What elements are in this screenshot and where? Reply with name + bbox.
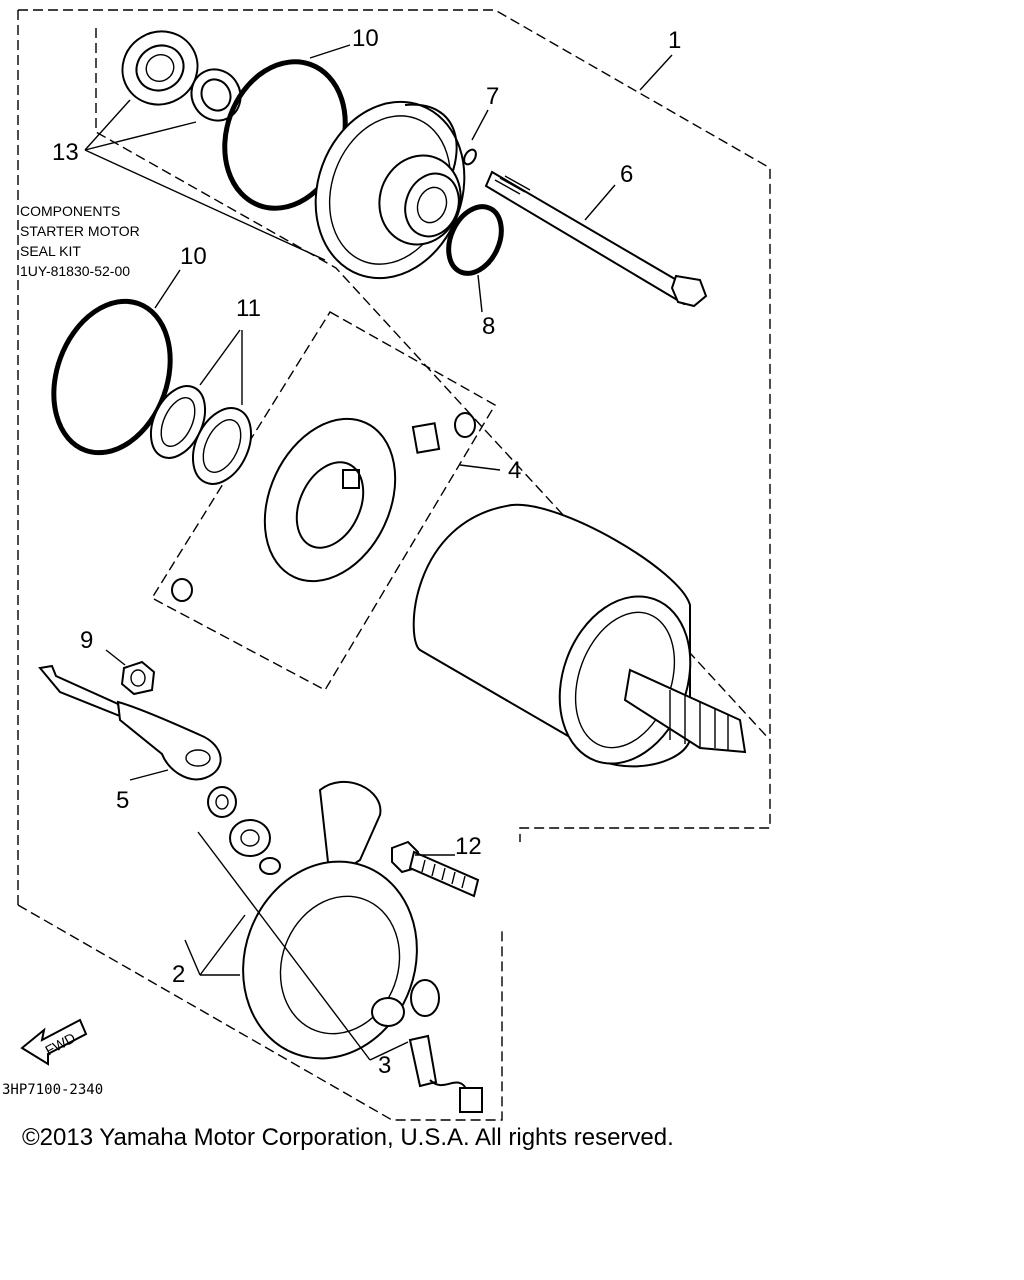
diagram-code: 3HP7100-2340 (2, 1082, 103, 1098)
callout-11: 11 (236, 295, 261, 322)
terminal-washers-part (207, 786, 281, 875)
screw-12-part (391, 840, 480, 898)
o-ring-10-middle (51, 298, 173, 456)
lead-wire-part (38, 664, 222, 781)
callout-7: 7 (486, 83, 499, 110)
front-cover-part (314, 100, 466, 280)
housing-boundary (17, 904, 503, 1121)
callout-1: 1 (668, 27, 681, 54)
assembly-boundary (18, 9, 771, 842)
callout-3: 3 (378, 1052, 391, 1079)
callout-12: 12 (455, 833, 482, 860)
kit-note-line-1: COMPONENTS (20, 203, 120, 219)
yoke-armature-part (412, 503, 747, 768)
leader-lines (84, 44, 673, 1061)
callout-10-top: 10 (352, 25, 379, 52)
rear-cover-part (242, 780, 440, 1060)
o-ring-8 (446, 204, 504, 276)
brush-terminal-part (408, 1034, 483, 1113)
kit-group-bracket (95, 28, 771, 741)
callout-9: 9 (80, 627, 93, 654)
kit-note-line-2: STARTER MOTOR (20, 223, 140, 239)
callout-13: 13 (52, 139, 79, 166)
callout-2: 2 (172, 961, 185, 988)
callout-10-middle: 10 (180, 243, 207, 270)
copyright-notice: ©2013 Yamaha Motor Corporation, U.S.A. A… (22, 1124, 674, 1151)
bearing-part (121, 30, 199, 106)
kit-part-number: 1UY-81830-52-00 (20, 263, 130, 279)
callout-4: 4 (508, 457, 521, 484)
nut-9-part (120, 660, 156, 696)
callout-5: 5 (116, 787, 129, 814)
kit-note-line-3: SEAL KIT (20, 243, 81, 259)
fwd-arrow-icon: FWD (20, 1018, 88, 1066)
callout-6: 6 (620, 161, 633, 188)
brush-holder-group-box (151, 311, 496, 691)
callout-8: 8 (482, 313, 495, 340)
washers-11-part (149, 385, 253, 485)
o-ring-7 (463, 148, 477, 166)
through-bolt-part (484, 170, 708, 308)
brush-plate-part (171, 412, 476, 602)
